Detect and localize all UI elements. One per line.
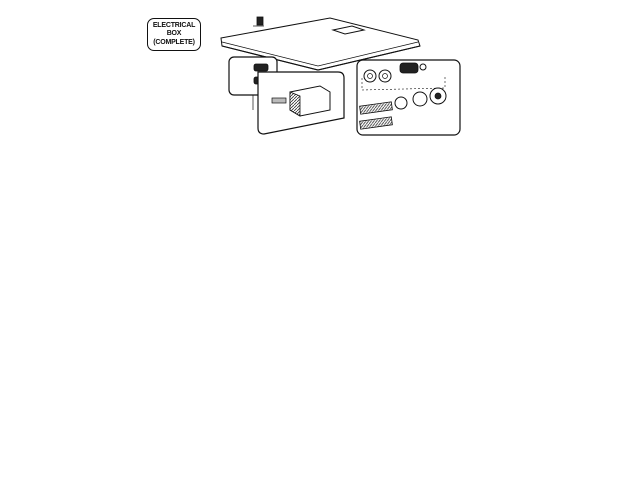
relay-panel [257,71,345,135]
fittings-panel [356,59,461,136]
title-line-3: (COMPLETE) [153,38,195,46]
title-line-1: ELECTRICAL [152,21,196,29]
title-line-2: BOX [166,30,182,38]
title-electrical-box-complete: ELECTRICAL BOX (COMPLETE) [147,18,201,51]
